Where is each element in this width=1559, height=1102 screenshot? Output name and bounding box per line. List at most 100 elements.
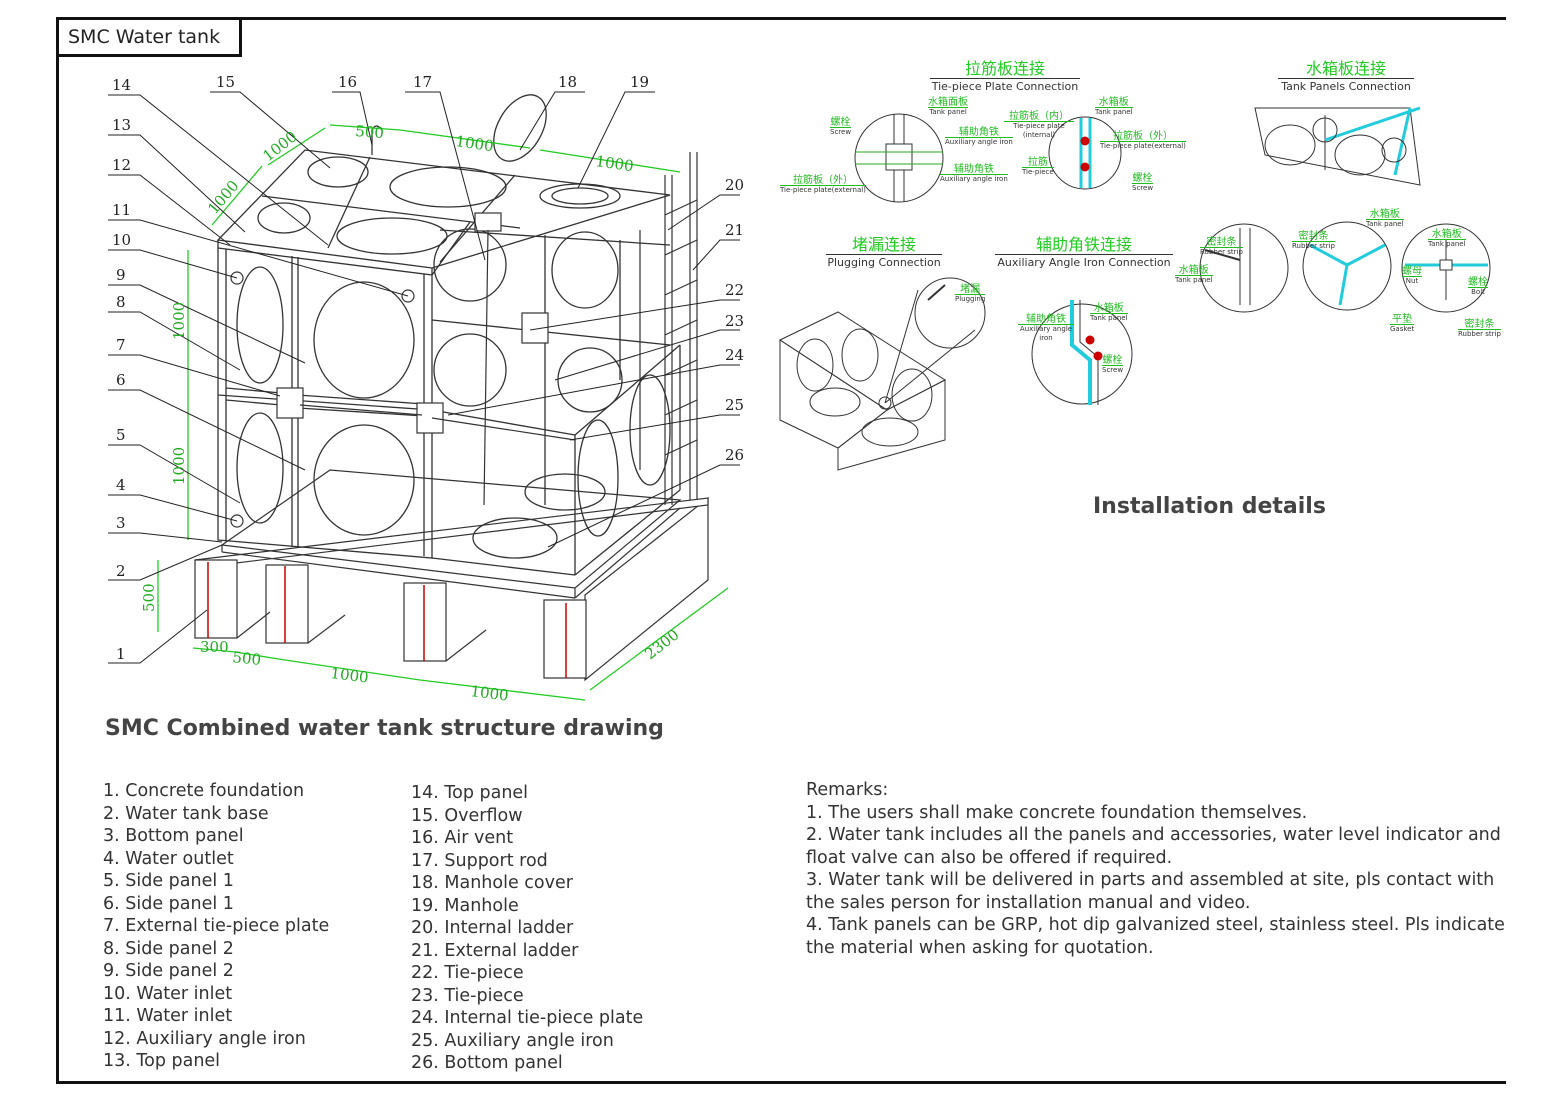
detail-title-aux-angle-en: Auxiliary Angle Iron Connection (995, 254, 1173, 269)
callout-23: 23 (725, 312, 744, 330)
ann-tie-ext-a: 拉筋板（外）Tie-piece plate(external) (780, 175, 866, 194)
detail-plugging-drawing (778, 277, 986, 471)
callout-numbers: 1 2 3 4 5 6 7 8 9 10 11 12 13 14 15 16 1… (112, 73, 744, 663)
dim-height-lower: 1000 (170, 447, 188, 485)
list-item: 7. External tie-piece plate (103, 916, 330, 936)
detail-title-tank-panels: 水箱板连接 Tank Panels Connection (1278, 60, 1414, 93)
list-item: 6. Side panel 1 (103, 893, 234, 914)
installation-heading: Installation details (1093, 494, 1326, 519)
callout-12: 12 (112, 156, 131, 174)
list-item: 3. Bottom panel (103, 826, 244, 846)
callout-26: 26 (725, 446, 744, 464)
list-item: 11. Water inlet (103, 1006, 233, 1026)
callout-14: 14 (112, 76, 131, 94)
dim-base-300: 300 (200, 638, 229, 656)
list-item: 14. Top panel (411, 783, 529, 803)
ladders (639, 152, 698, 505)
detail-title-tie-piece-zh: 拉筋板连接 (964, 59, 1045, 78)
callout-21: 21 (725, 221, 744, 239)
list-item: 4. Water outlet (103, 848, 234, 869)
list-item: 21. External ladder (411, 940, 579, 961)
list-item: 9. Side panel 2 (103, 961, 234, 981)
ann-tie-int: 拉筋板（内）Tie-piece plate (internal) (1004, 112, 1074, 140)
callout-16: 16 (338, 73, 357, 91)
callout-13: 13 (112, 116, 131, 134)
page-title: SMC Water tank (56, 17, 242, 57)
callout-2: 2 (116, 562, 126, 580)
list-item: 2. Water tank base (103, 803, 269, 824)
frame-left-border (56, 17, 59, 1083)
remark-item: 1. The users shall make concrete foundat… (806, 802, 1308, 823)
callout-1: 1 (116, 645, 126, 663)
callout-5: 5 (116, 426, 126, 444)
parts-list-col1: 1. Concrete foundation 2. Water tank bas… (103, 780, 329, 1073)
callout-7: 7 (116, 336, 126, 354)
dim-top-right-b: 1000 (594, 152, 634, 175)
callout-18: 18 (558, 73, 577, 91)
list-item: 10. Water inlet (103, 983, 233, 1004)
dimension-lines (157, 124, 729, 701)
list-item: 18. Manhole cover (411, 873, 573, 893)
dim-base-1000-a: 1000 (330, 664, 370, 687)
list-item: 15. Overflow (411, 805, 523, 826)
detail-title-aux-angle-zh: 辅助角铁连接 (1035, 235, 1132, 254)
callout-10: 10 (112, 231, 131, 249)
detail-title-tank-panels-en: Tank Panels Connection (1278, 78, 1414, 93)
callout-4: 4 (116, 476, 126, 494)
concrete-foundation (194, 496, 709, 682)
dim-top-500: 500 (355, 122, 385, 142)
dim-height-upper: 1000 (170, 302, 188, 340)
tank-top (216, 94, 671, 275)
detail-title-plugging-zh: 堵漏连接 (851, 235, 916, 254)
leader-lines (108, 91, 740, 664)
list-item: 13. Top panel (103, 1051, 221, 1071)
callout-6: 6 (116, 371, 126, 389)
callout-9: 9 (116, 266, 126, 284)
tie-piece-plates (230, 212, 576, 528)
callout-8: 8 (116, 293, 126, 311)
structure-heading: SMC Combined water tank structure drawin… (105, 716, 664, 741)
dim-base-height: 500 (140, 583, 158, 612)
dim-top-right-a: 1000 (454, 132, 494, 155)
ann-tie-ext-b: 拉筋板（外）Tie-piece plate(external) (1100, 131, 1186, 150)
list-item: 5. Side panel 1 (103, 871, 234, 891)
callout-24: 24 (725, 346, 744, 364)
callout-15: 15 (216, 73, 235, 91)
dim-top-left: 1000 (259, 127, 300, 165)
frame-top-border (56, 17, 1506, 20)
detail-title-plugging: 堵漏连接 Plugging Connection (826, 236, 942, 269)
remark-item: 3. Water tank will be delivered in parts… (806, 870, 1500, 913)
list-item: 8. Side panel 2 (103, 938, 234, 959)
tank-front-face (217, 247, 433, 559)
parts-list-col2: 14. Top panel 15. Overflow 16. Air vent … (411, 782, 643, 1075)
water-tank-base (220, 469, 682, 599)
remarks-block: Remarks: 1. The users shall make concret… (806, 779, 1506, 959)
list-item: 24. Internal tie-piece plate (411, 1008, 644, 1028)
detail-tank-panels-drawing (1199, 106, 1491, 313)
list-item: 1. Concrete foundation (103, 781, 305, 801)
list-item: 26. Bottom panel (411, 1053, 563, 1073)
list-item: 20. Internal ladder (411, 918, 574, 938)
detail-title-tie-piece-en: Tie-piece Plate Connection (930, 78, 1080, 93)
detail-title-tank-panels-zh: 水箱板连接 (1305, 59, 1386, 78)
list-item: 12. Auxiliary angle iron (103, 1028, 306, 1049)
